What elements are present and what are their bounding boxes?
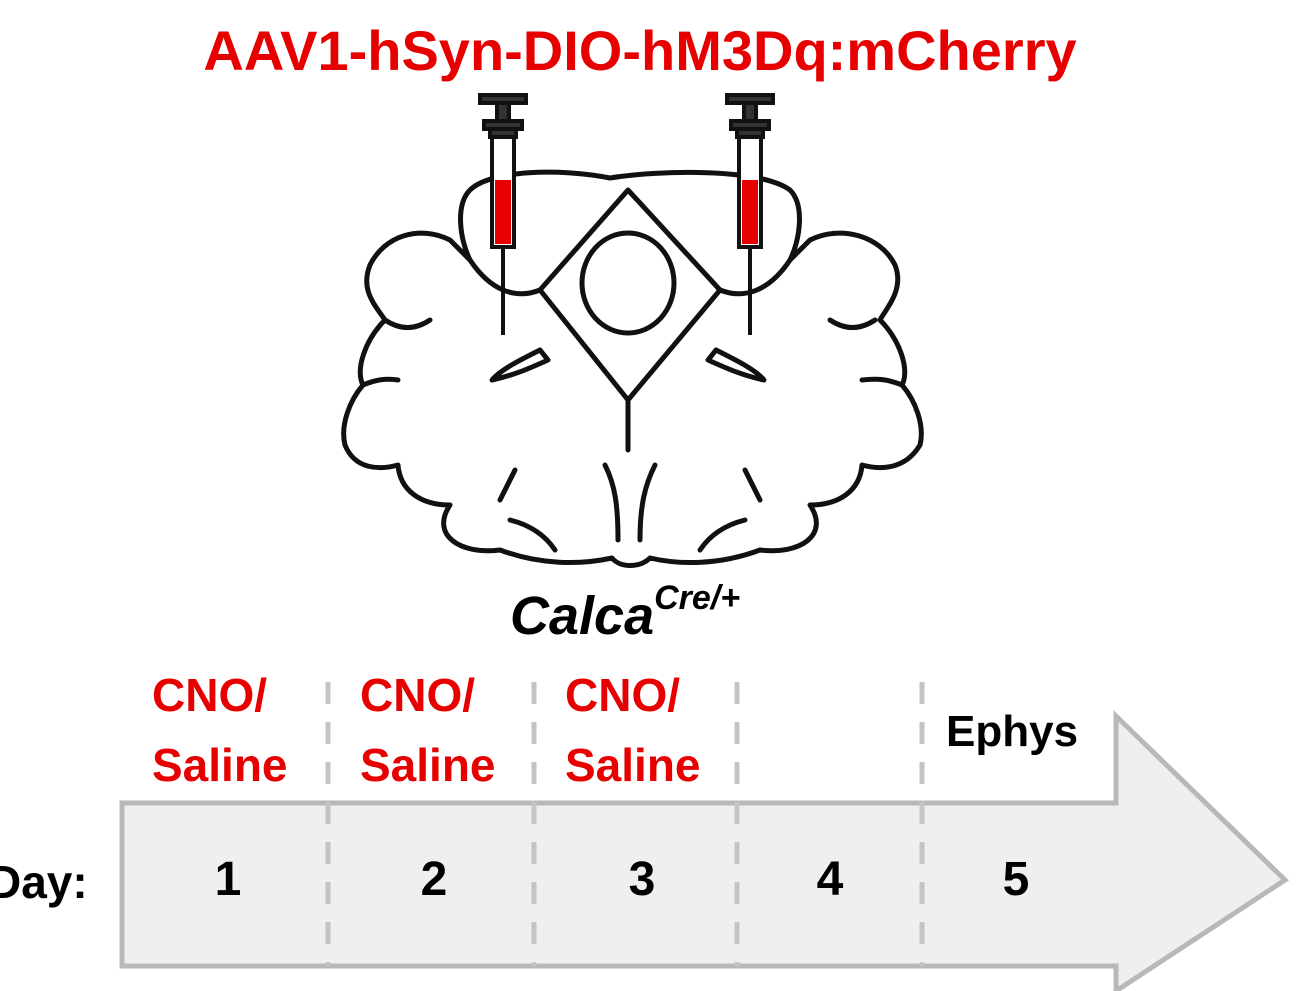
genotype-label: CalcaCre/+	[510, 579, 740, 647]
genotype-gene: Calca	[510, 586, 655, 646]
syringe-icon	[478, 93, 528, 335]
treatment-day-2: CNO/ Saline	[360, 660, 496, 800]
brain-section-icon	[341, 169, 924, 568]
genotype-superscript: Cre/+	[654, 579, 741, 617]
treatment-line1: CNO/	[565, 669, 680, 721]
treatment-line2: Saline	[360, 739, 496, 791]
syringe-icon	[725, 93, 775, 335]
treatment-line1: CNO/	[360, 669, 475, 721]
treatment-day-3: CNO/ Saline	[565, 660, 701, 800]
day-dividers	[325, 682, 925, 966]
day-number-4: 4	[816, 853, 844, 906]
timeline-arrow	[119, 710, 1289, 991]
day-number-5: 5	[1002, 853, 1030, 906]
treatment-day-1: CNO/ Saline	[152, 660, 288, 800]
day-number-1: 1	[214, 853, 242, 906]
day-number-2: 2	[420, 853, 448, 906]
treatment-line2: Saline	[565, 739, 701, 791]
day-number-3: 3	[628, 853, 656, 906]
construct-title: AAV1-hSyn-DIO-hM3Dq:mCherry	[203, 19, 1077, 82]
day-axis-label: Day:	[0, 856, 88, 908]
ephys-label: Ephys	[946, 707, 1079, 756]
treatment-line1: CNO/	[152, 669, 267, 721]
treatment-line2: Saline	[152, 739, 288, 791]
